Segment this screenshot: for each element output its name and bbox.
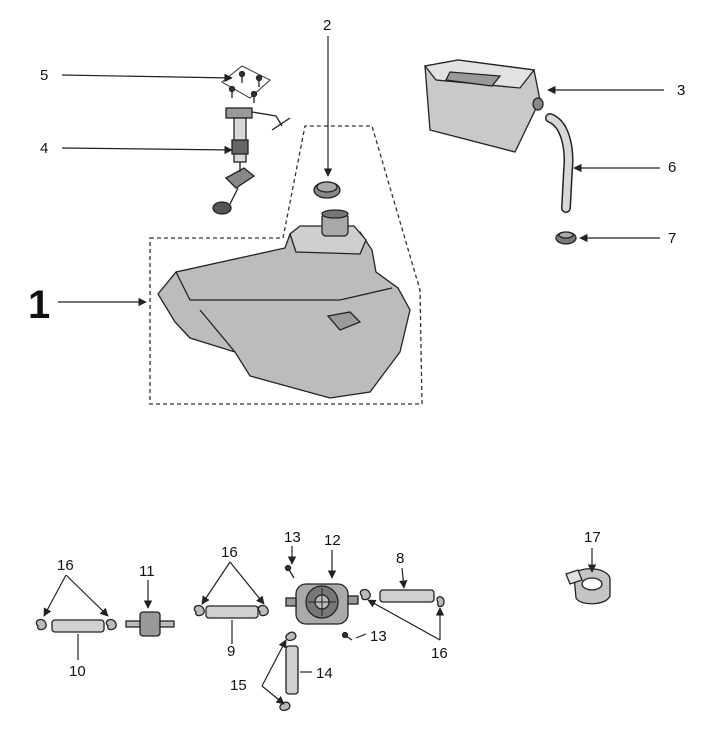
drain-hose-part bbox=[545, 113, 574, 213]
grommet-part bbox=[555, 231, 577, 245]
hose-clips-part bbox=[35, 588, 445, 631]
callout-7: 7 bbox=[668, 230, 676, 247]
callout-10: 10 bbox=[69, 663, 86, 680]
callout-14: 14 bbox=[316, 665, 333, 682]
assembly-dashed-outline bbox=[149, 125, 423, 405]
callout-16-left: 16 bbox=[57, 557, 74, 574]
hose-14-part bbox=[285, 645, 299, 695]
callout-16-middle: 16 bbox=[221, 544, 238, 561]
callout-13-top: 13 bbox=[284, 529, 301, 546]
fuel-tank-part bbox=[157, 209, 411, 399]
callout-15: 15 bbox=[230, 677, 247, 694]
fuel-filter-part bbox=[125, 611, 175, 637]
callout-2: 2 bbox=[323, 17, 331, 34]
callout-8: 8 bbox=[396, 550, 404, 567]
filler-cap-part bbox=[313, 181, 341, 199]
callout-3: 3 bbox=[677, 82, 685, 99]
callout-11: 11 bbox=[139, 563, 155, 580]
callout-16-right: 16 bbox=[431, 645, 448, 662]
hose-10-part bbox=[51, 619, 105, 633]
leader-lines bbox=[43, 36, 664, 705]
bracket-part bbox=[565, 568, 611, 605]
callout-1: 1 bbox=[28, 283, 50, 327]
callout-5: 5 bbox=[40, 67, 48, 84]
callout-13-bottom: 13 bbox=[370, 628, 387, 645]
fuel-sender-part bbox=[212, 107, 291, 215]
callout-12: 12 bbox=[324, 532, 341, 549]
hose-8-part bbox=[379, 589, 435, 603]
callout-17: 17 bbox=[584, 529, 601, 546]
callout-4: 4 bbox=[40, 140, 48, 157]
hose-9-part bbox=[205, 605, 259, 619]
callout-9: 9 bbox=[227, 643, 235, 660]
screws-part bbox=[221, 65, 271, 103]
fuel-pump-part bbox=[285, 583, 359, 625]
drip-tray-part bbox=[423, 59, 544, 153]
pump-screws-part bbox=[284, 564, 353, 641]
callout-6: 6 bbox=[668, 159, 676, 176]
